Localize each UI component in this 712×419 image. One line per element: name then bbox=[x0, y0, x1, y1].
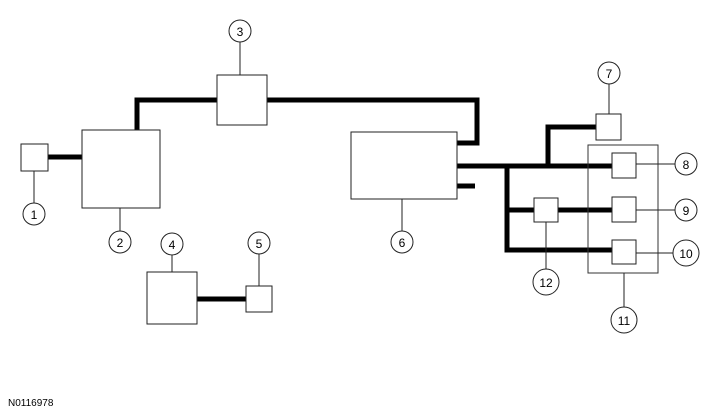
wire-2-to-3 bbox=[134, 97, 217, 130]
component-container-11 bbox=[587, 144, 659, 274]
callout-7: 7 bbox=[597, 61, 621, 85]
callout-1-label: 1 bbox=[31, 208, 38, 222]
callout-10: 10 bbox=[672, 239, 700, 267]
callout-8: 8 bbox=[674, 152, 698, 176]
callout-4: 4 bbox=[160, 232, 184, 256]
component-2 bbox=[81, 129, 161, 209]
callout-5: 5 bbox=[247, 231, 271, 255]
component-8 bbox=[611, 152, 637, 179]
callout-6: 6 bbox=[390, 230, 414, 254]
figure-reference-code: N0116978 bbox=[8, 398, 54, 409]
callout-1: 1 bbox=[22, 202, 46, 226]
callout-6-label: 6 bbox=[399, 236, 406, 250]
callout-11-label: 11 bbox=[618, 314, 631, 328]
callout-11: 11 bbox=[610, 306, 638, 334]
callout-2-label: 2 bbox=[117, 236, 124, 250]
wire-3-to-6 bbox=[267, 97, 480, 146]
component-12 bbox=[533, 197, 559, 223]
component-9 bbox=[611, 196, 637, 223]
callout-5-label: 5 bbox=[256, 237, 263, 251]
component-1 bbox=[20, 143, 49, 172]
callout-2: 2 bbox=[108, 230, 132, 254]
callout-4-label: 4 bbox=[169, 238, 176, 252]
callout-9: 9 bbox=[674, 198, 698, 222]
wire-branch-vertical bbox=[504, 166, 612, 253]
component-5 bbox=[245, 285, 273, 313]
wire-to-7 bbox=[545, 124, 596, 166]
callout-3: 3 bbox=[228, 19, 252, 43]
callout-8-label: 8 bbox=[683, 158, 690, 172]
component-3 bbox=[216, 74, 268, 126]
component-6 bbox=[350, 131, 458, 200]
component-7 bbox=[595, 113, 622, 141]
callout-10-label: 10 bbox=[679, 247, 693, 261]
component-10 bbox=[611, 239, 637, 265]
component-4 bbox=[146, 271, 198, 325]
callout-3-label: 3 bbox=[237, 25, 244, 39]
callout-7-label: 7 bbox=[606, 67, 613, 81]
callout-12-label: 12 bbox=[539, 276, 553, 290]
callout-9-label: 9 bbox=[683, 204, 690, 218]
callout-12: 12 bbox=[532, 268, 560, 296]
